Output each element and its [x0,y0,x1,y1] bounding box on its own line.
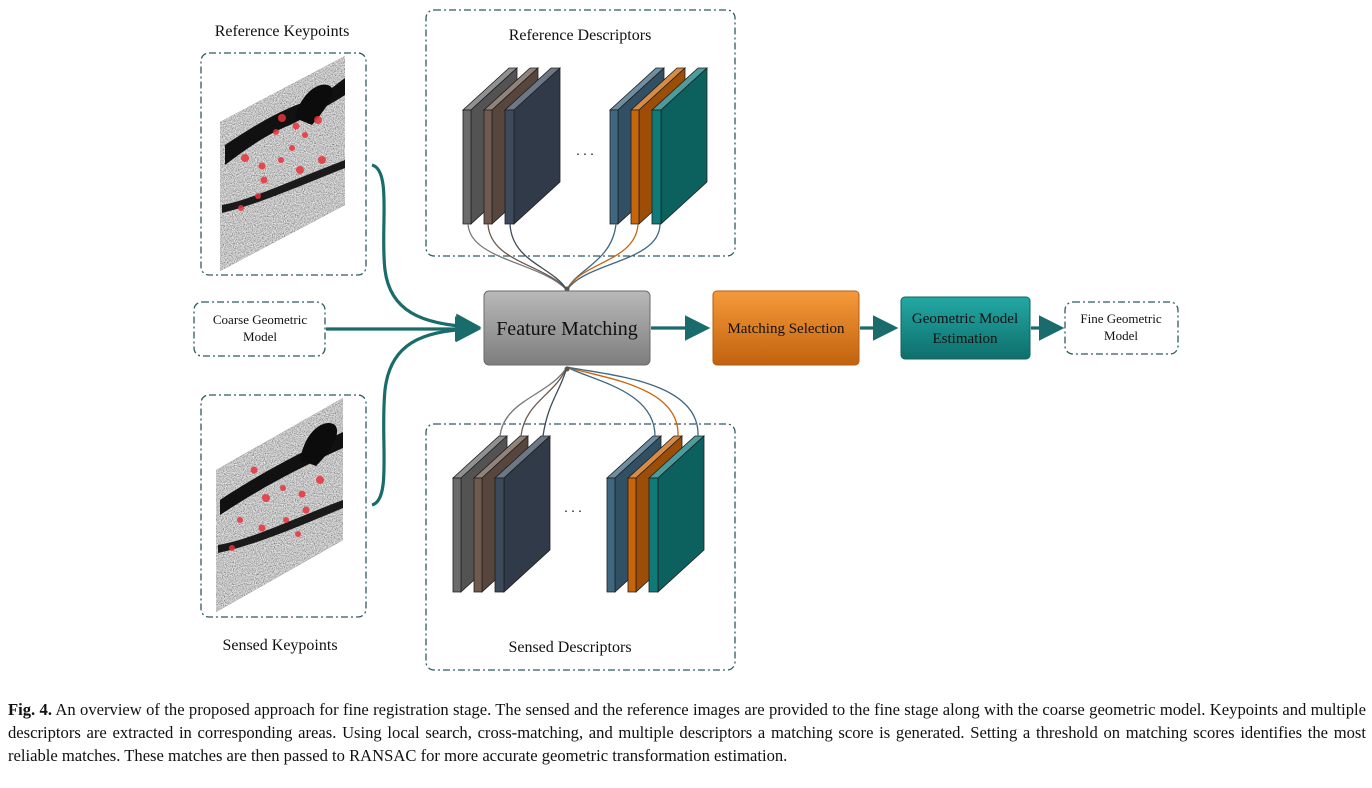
descriptor-connections [467,223,699,437]
geometric-estimation-line1: Geometric Model [912,311,1018,327]
fine-model-line1: Fine Geometric [1080,311,1161,326]
figure-caption: Fig. 4. An overview of the proposed appr… [8,698,1366,767]
descriptor-slab [493,435,552,593]
coarse-model-line1: Coarse Geometric [213,312,307,327]
sensed-to-matching-arrow [371,316,482,507]
reference-keypoints-label: Reference Keypoints [215,23,350,40]
descriptor-slab [650,67,709,225]
reference-descriptors-label: Reference Descriptors [509,27,652,44]
coarse-model-line2: Model [243,329,277,344]
sensed-descriptors-label: Sensed Descriptors [508,639,631,656]
caption-text: An overview of the proposed approach for… [8,700,1366,765]
geometric-estimation-line2: Estimation [933,331,998,347]
feature-matching-label: Feature Matching [496,318,638,340]
reference-to-matching-arrow [371,163,482,340]
sensed-keypoints-frame [200,394,367,618]
reference-ellipsis: . . . [576,144,594,159]
reference-sar-image [220,56,345,271]
sensed-descriptors-frame [425,423,736,671]
coarse-geometric-model-box [193,301,326,357]
descriptor-slab [503,67,562,225]
reference-descriptors-frame [425,9,736,257]
reference-keypoints-frame [200,52,367,276]
descriptor-slab [647,435,706,593]
pipeline-diagram: Reference Keypoints [193,9,1179,671]
sensed-keypoints-label: Sensed Keypoints [222,637,337,654]
sensed-sar-image [216,398,343,612]
matching-selection-box [712,290,860,366]
fine-geometric-model-box [1064,301,1179,355]
feature-matching-box [483,290,651,366]
sensed-descriptor-stacks [451,435,706,593]
sensed-ellipsis: . . . [564,501,582,516]
flow-arrows [326,163,1065,507]
matching-selection-label: Matching Selection [727,321,845,337]
fine-model-line2: Model [1104,328,1138,343]
caption-label: Fig. 4. [8,700,52,719]
geometric-estimation-box [900,296,1031,360]
reference-descriptor-stacks [461,67,709,225]
